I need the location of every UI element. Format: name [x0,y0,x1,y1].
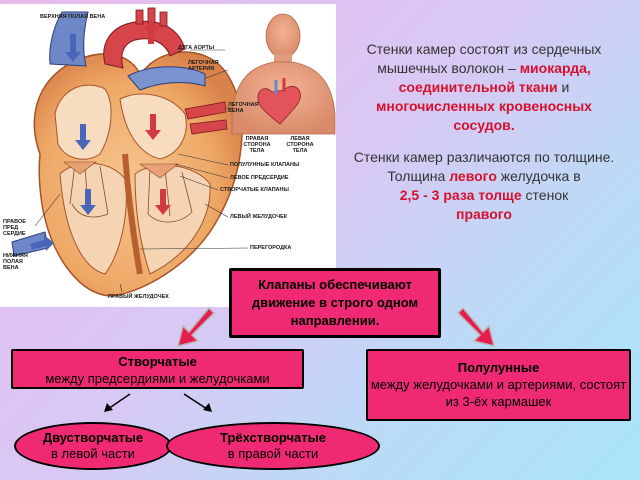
label-pulmonary-artery: ЛЕГОЧНАЯ АРТЕРИЯ [188,60,219,72]
label-superior-vena-cava: ВЕРХНЯЯ ПОЛАЯ ВЕНА [40,14,106,20]
heart-diagram: ВЕРХНЯЯ ПОЛАЯ ВЕНА ДУГА АОРТЫ ЛЕГОЧНАЯ А… [0,4,336,307]
description-text: Стенки камер состоят из сердечных мышечн… [344,40,624,237]
bicuspid-description: в левой части [51,446,135,461]
arrow-down-left-icon [176,306,216,348]
text-walls: стенок [525,187,569,203]
heart-cross-section-illustration [0,4,336,307]
label-left-side-of-body: ЛЕВАЯ СТОРОНА ТЕЛА [286,136,314,154]
tricuspid-valve-oval: Трёхстворчатые в правой части [166,422,380,470]
text-thickness: Толщина [387,168,446,184]
label-right-ventricle: ПРАВЫЙ ЖЕЛУДОЧЕК [108,294,169,300]
text-and: и [561,79,570,95]
label-inferior-vena-cava: НИЖНЯЯ ПОЛАЯ ВЕНА [3,253,28,271]
label-left-ventricle: ЛЕВЫЙ ЖЕЛУДОЧЕК [230,214,288,220]
bicuspid-title: Двустворчатые [42,430,144,445]
paragraph-wall-thickness: Стенки камер различаются по толщине. Тол… [344,148,624,224]
arrow-to-tricuspid-icon [183,393,212,412]
text-vessels: многочисленных кровеносных сосудов. [376,98,592,133]
text-ratio: 2,5 - 3 раза толще [399,187,522,203]
tricuspid-title: Трёхстворчатые [220,430,326,445]
label-pulmonary-vein: ЛЕГОЧНАЯ ВЕНА [228,102,259,114]
valves-main-text: Клапаны обеспечивают движение в строго о… [251,277,419,328]
label-aortic-arch: ДУГА АОРТЫ [178,45,215,51]
label-right-atrium: ПРАВОЕ ПРЕД СЕРДИЕ [3,219,26,237]
tricuspid-description: в правой части [227,446,319,461]
label-semilunar-valves: ПОЛУЛУННЫЕ КЛАПАНЫ [230,162,300,168]
label-left-atrium: ЛЕВОЕ ПРЕДСЕРДИЕ [230,175,289,181]
text-left: левого [449,168,497,184]
arrow-down-right-icon [456,306,496,348]
label-right-side-of-body: ПРАВАЯ СТОРОНА ТЕЛА [243,136,271,154]
bicuspid-valve-oval: Двустворчатые в левой части [14,422,172,470]
text-right: правого [456,206,512,222]
paragraph-walls-composition: Стенки камер состоят из сердечных мышечн… [344,40,624,135]
arrow-to-bicuspid-icon [104,393,131,412]
semilunar-title: Полулунные [457,360,540,375]
label-septum: ПЕРЕГОРОДКА [250,245,292,251]
text-myocard: миокарда, соединительной ткани [398,60,591,95]
text-walls-start: Стенки камер состоят из сердечных мышечн… [366,41,602,76]
semilunar-valves-box: Полулунные между желудочками и артериями… [366,349,631,421]
valves-main-box: Клапаны обеспечивают движение в строго о… [229,268,441,338]
semilunar-description: между желудочками и артериями, состоят и… [370,377,627,409]
text-ventricle: желудочка в [500,168,581,184]
cuspid-description: между предсердиями и желудочками [45,371,270,386]
label-cuspid-valves: СТВОРЧАТЫЕ КЛАПАНЫ [220,187,289,193]
text-thickness-differs: Стенки камер различаются по толщине. [353,149,615,165]
cuspid-valves-box: Створчатые между предсердиями и желудочк… [11,349,304,389]
cuspid-title: Створчатые [118,354,197,369]
